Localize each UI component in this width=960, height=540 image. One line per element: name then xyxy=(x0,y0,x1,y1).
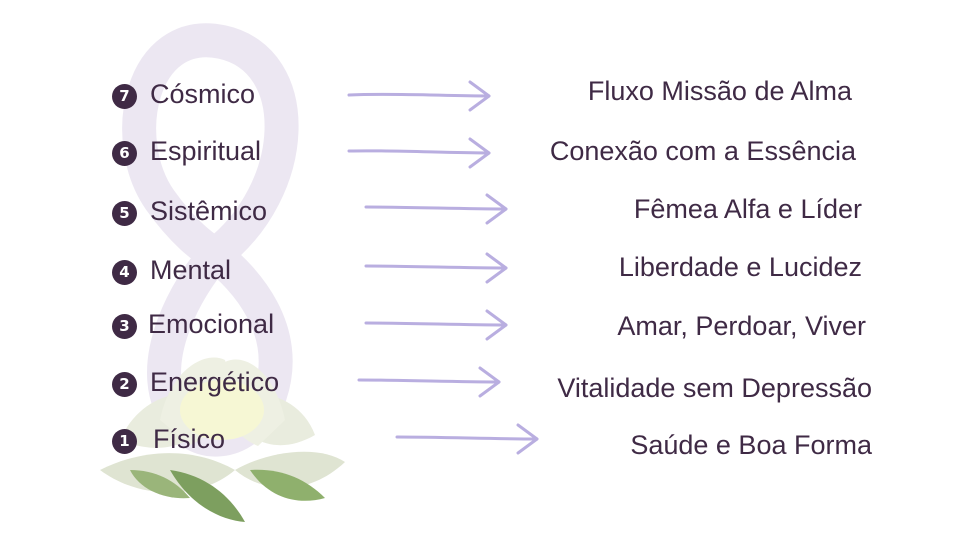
arrow-right-icon xyxy=(364,252,508,284)
level-row-3: 3 Emocional Amar, Perdoar, Viver xyxy=(0,306,960,346)
level-row-7: 7 Cósmico Fluxo Missão de Alma xyxy=(0,76,960,116)
level-row-1: 1 Físico Saúde e Boa Forma xyxy=(0,421,960,461)
level-row-2: 2 Energético Vitalidade sem Depressão xyxy=(0,364,960,404)
arrow-right-icon xyxy=(347,137,491,169)
outcome-label: Fêmea Alfa e Líder xyxy=(633,194,862,224)
outcome-label: Saúde e Boa Forma xyxy=(630,430,872,460)
arrow-right-icon xyxy=(364,309,508,341)
level-number-badge: 2 xyxy=(112,372,137,397)
level-number-badge: 4 xyxy=(112,260,137,285)
outcome-label: Liberdade e Lucidez xyxy=(618,252,862,282)
outcome-label: Conexão com a Essência xyxy=(549,136,856,166)
level-number-badge: 6 xyxy=(112,141,137,166)
level-number-badge: 3 xyxy=(112,314,137,339)
level-label: Sistêmico xyxy=(150,196,268,226)
level-row-6: 6 Espiritual Conexão com a Essência xyxy=(0,133,960,173)
arrow-right-icon xyxy=(364,193,508,225)
outcome-label: Fluxo Missão de Alma xyxy=(587,76,852,106)
level-number-badge: 1 xyxy=(112,429,137,454)
level-row-5: 5 Sistêmico Fêmea Alfa e Líder xyxy=(0,193,960,233)
level-label: Mental xyxy=(150,255,232,285)
level-label: Físico xyxy=(153,424,226,454)
arrow-right-icon xyxy=(395,423,539,455)
level-label: Energético xyxy=(150,367,280,397)
lotus-icon xyxy=(100,357,345,522)
level-label: Cósmico xyxy=(150,79,256,109)
arrow-right-icon xyxy=(357,366,501,398)
level-row-4: 4 Mental Liberdade e Lucidez xyxy=(0,252,960,292)
outcome-label: Vitalidade sem Depressão xyxy=(557,373,872,403)
outcome-label: Amar, Perdoar, Viver xyxy=(617,311,866,341)
level-label: Emocional xyxy=(148,309,275,339)
arrow-right-icon xyxy=(347,80,491,112)
level-label: Espiritual xyxy=(150,136,262,166)
level-number-badge: 7 xyxy=(112,84,137,109)
level-number-badge: 5 xyxy=(112,201,137,226)
